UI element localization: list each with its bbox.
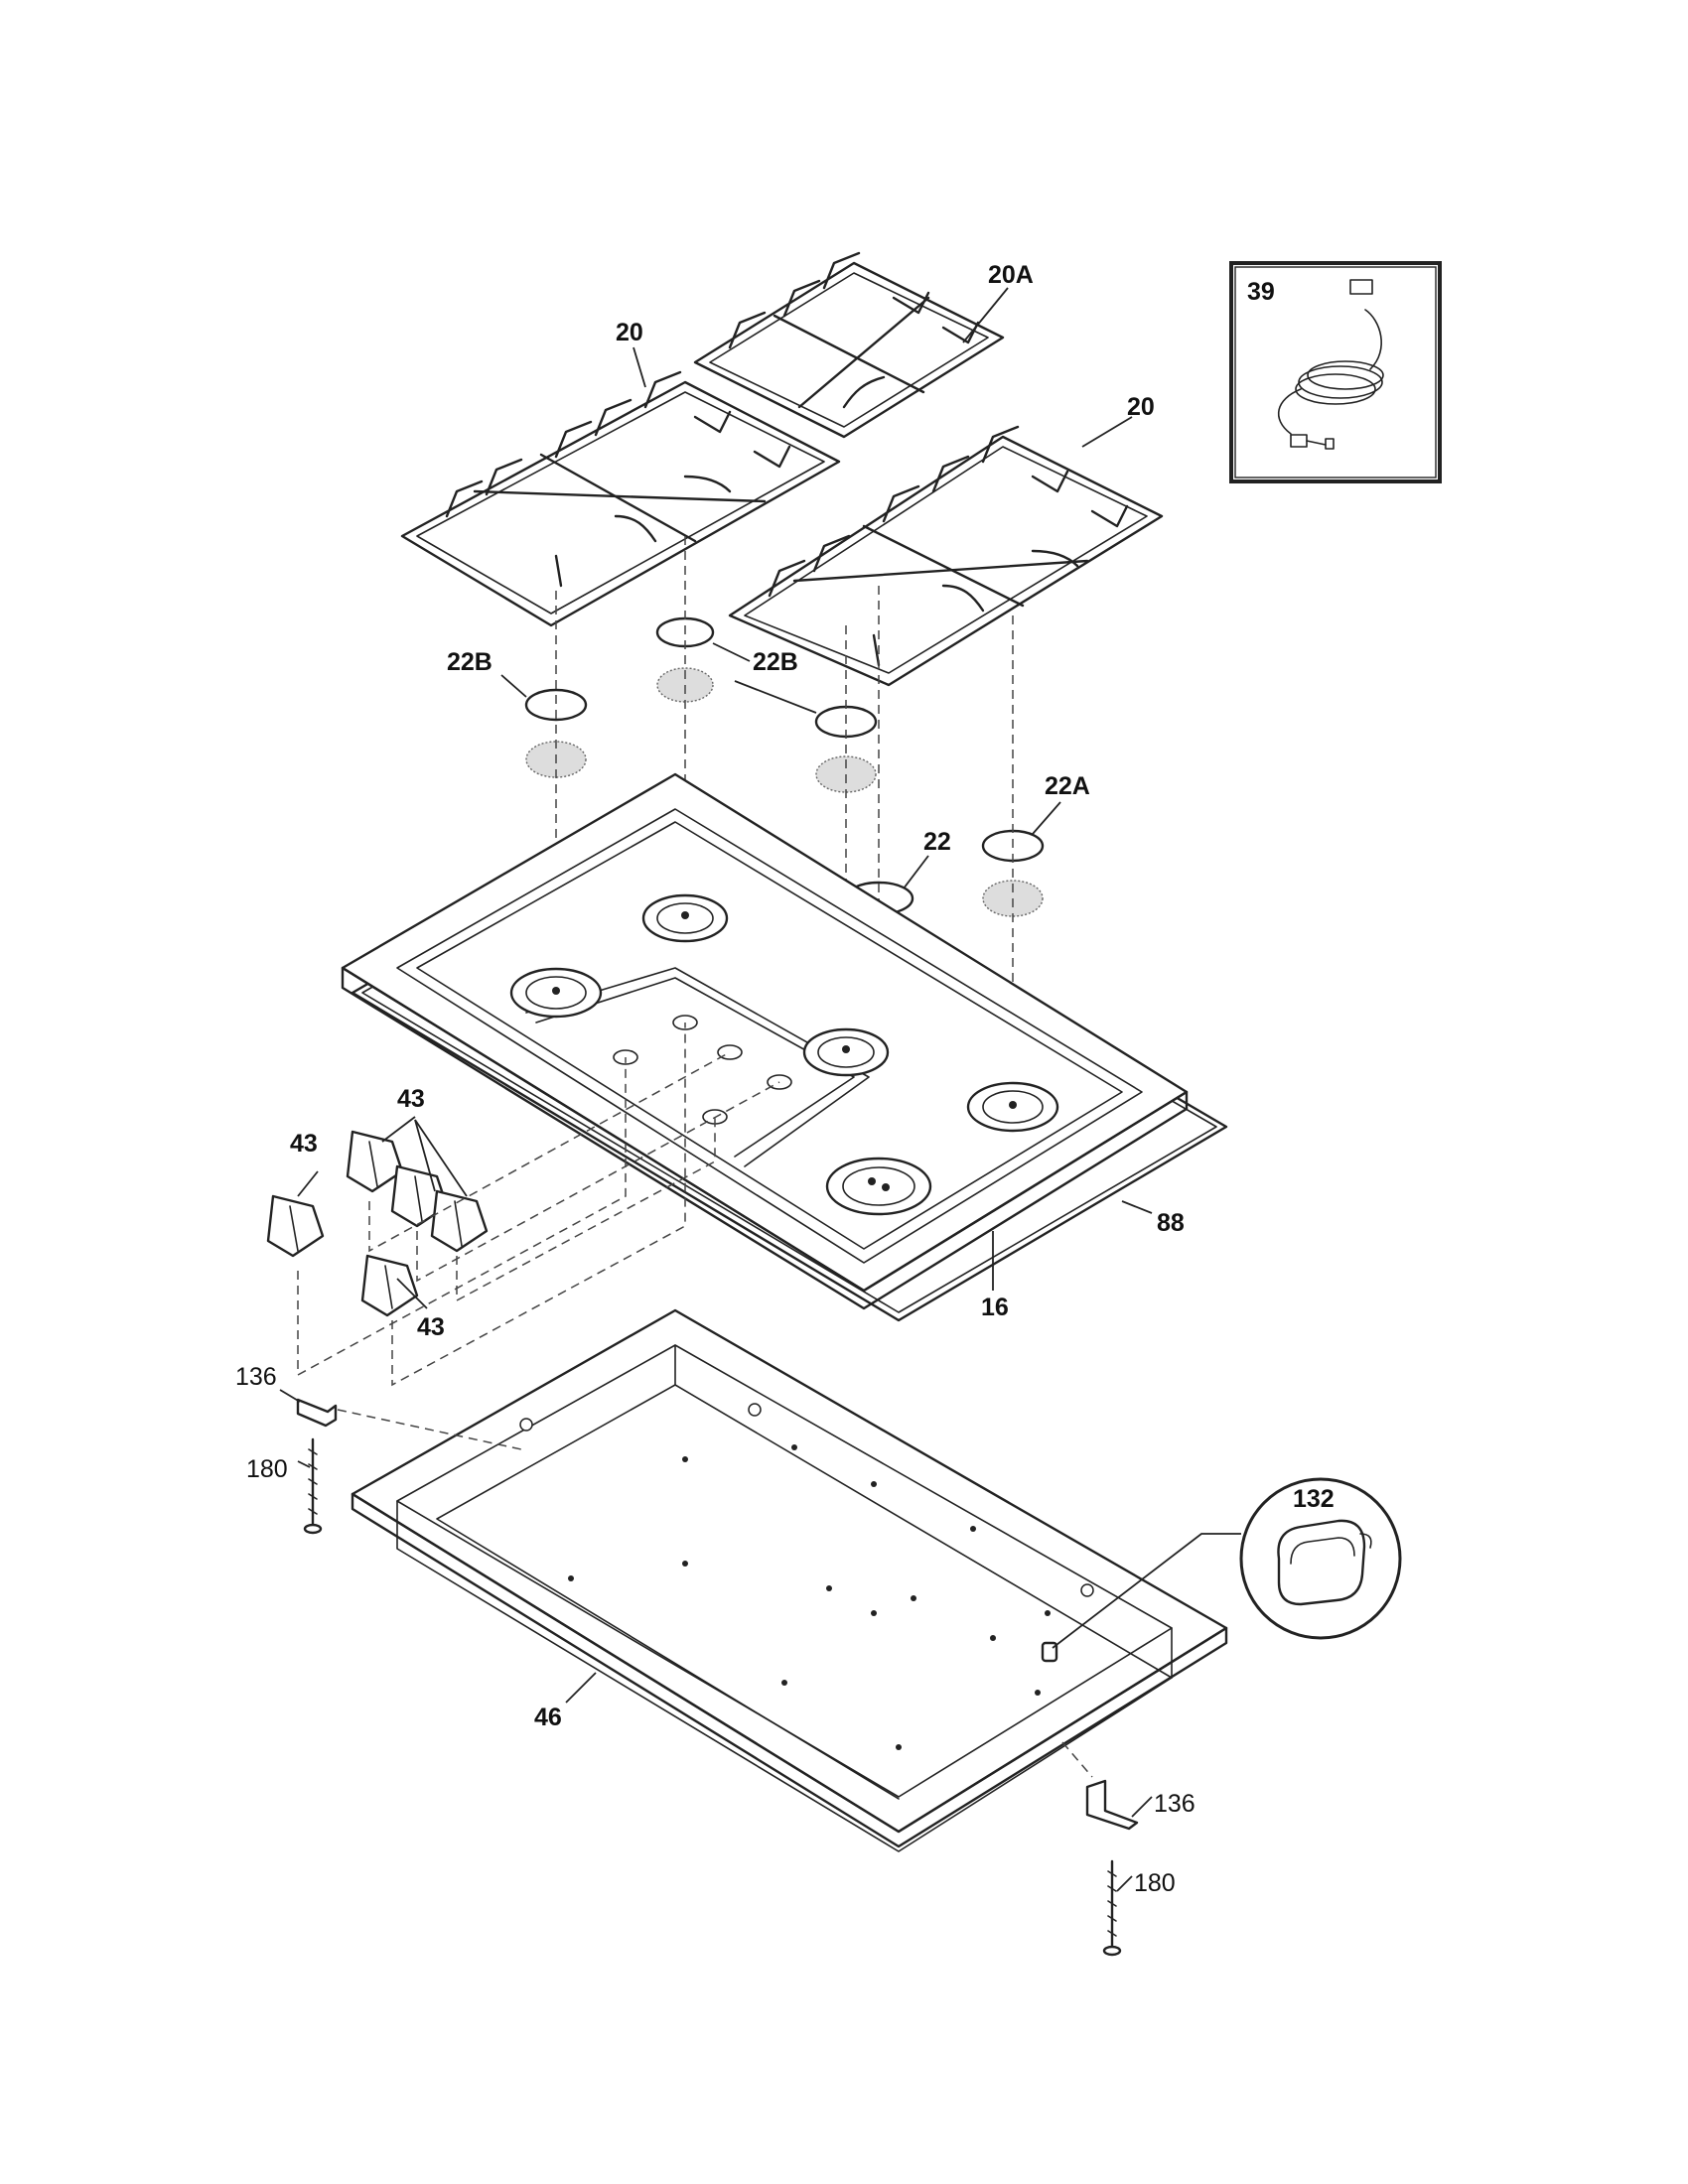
label-screw-left: 180 [246, 1455, 288, 1483]
label-grate-top: 20A [988, 261, 1034, 289]
cord-inset-box [1229, 261, 1442, 483]
label-bracket-left: 136 [235, 1363, 277, 1391]
wire-clip-icon [1277, 1519, 1372, 1606]
label-clip-inset: 132 [1293, 1485, 1335, 1513]
power-cord-icon [1277, 279, 1384, 450]
label-cap-large: 22 [923, 828, 951, 856]
label-gasket: 88 [1157, 1209, 1185, 1237]
bracket-left [296, 1398, 522, 1450]
knob-holes [613, 1015, 792, 1125]
grate-top [693, 251, 1005, 439]
label-cord-box: 39 [1247, 278, 1275, 306]
label-knob-bottom: 43 [417, 1313, 445, 1341]
label-grate-right: 20 [1127, 393, 1155, 421]
label-bracket-right: 136 [1154, 1790, 1196, 1818]
label-knobs-group: 43 [397, 1085, 425, 1113]
burner-large [825, 1157, 932, 1216]
knob-5 [360, 1254, 419, 1317]
burner-center [641, 893, 729, 943]
burner-cap-left [524, 688, 588, 722]
label-grate-left: 20 [616, 319, 643, 346]
knob-alignment-lines [297, 1023, 780, 1387]
label-screw-right: 180 [1134, 1869, 1176, 1897]
label-cap-left: 22B [447, 648, 492, 676]
burner-left [509, 967, 603, 1019]
clip-inset-circle [1052, 1477, 1402, 1649]
knob-4 [266, 1194, 325, 1258]
burner-box-holes [519, 1403, 1094, 1750]
grate-right [728, 425, 1164, 687]
burner-box [351, 1308, 1228, 1852]
label-burner-box: 46 [534, 1704, 562, 1731]
knob-3 [430, 1189, 489, 1253]
burner-middle-right [802, 1027, 890, 1077]
grate-left [400, 370, 841, 627]
callout-labels: 20 20A 20 22B 22B 22 22A 39 43 43 43 16 … [235, 261, 1335, 1897]
screw-left [303, 1437, 323, 1535]
screw-right [1102, 1859, 1122, 1957]
cooktop [341, 772, 1189, 1310]
leader-lines [279, 287, 1153, 1892]
label-cooktop: 16 [981, 1294, 1009, 1321]
knob-1 [346, 1130, 404, 1193]
label-cap-center: 22B [753, 648, 798, 676]
bracket-right [1061, 1741, 1139, 1831]
label-knob-left: 43 [290, 1130, 318, 1158]
label-cap-right: 22A [1045, 772, 1090, 800]
burner-right [966, 1081, 1059, 1133]
